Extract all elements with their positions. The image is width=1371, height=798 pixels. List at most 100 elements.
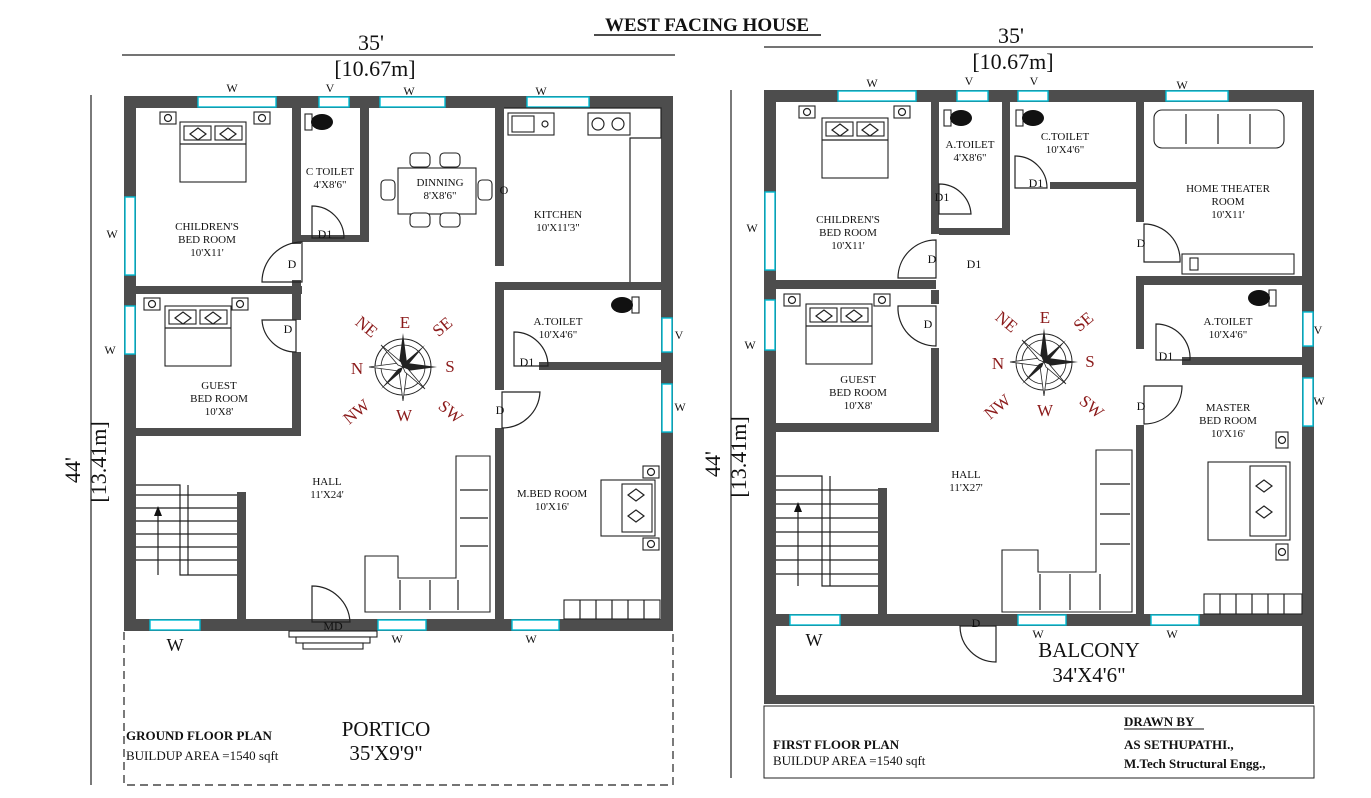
compass-n: N xyxy=(992,354,1004,373)
room-name: HALL xyxy=(951,469,981,481)
author-qualification: M.Tech Structural Engg., xyxy=(1124,756,1265,771)
window xyxy=(789,614,841,626)
door-label: D xyxy=(972,616,981,630)
window-label: W xyxy=(806,630,823,650)
compass-w: W xyxy=(396,406,413,425)
side-table xyxy=(893,105,911,119)
door-label: D xyxy=(1137,399,1146,413)
door-swing xyxy=(261,241,303,283)
room-size: 10'X16' xyxy=(535,501,569,513)
room-size: 10'X11' xyxy=(1211,209,1245,221)
ventilator xyxy=(318,96,350,108)
window-label: W xyxy=(535,84,547,98)
door-swing xyxy=(897,305,937,347)
window-label: W xyxy=(1176,78,1188,92)
door-swing xyxy=(261,319,297,353)
door-swing xyxy=(897,239,937,279)
wall xyxy=(1136,276,1302,285)
room-name: A.TOILET xyxy=(1204,316,1253,328)
toilet-wc xyxy=(1247,289,1277,307)
guest-bed xyxy=(164,305,232,367)
door-label: D xyxy=(496,403,505,417)
wall xyxy=(495,290,504,390)
room-name: DINNING xyxy=(416,177,463,189)
room-name: CHILDREN'S xyxy=(175,221,239,233)
room-name: GUEST xyxy=(840,374,876,386)
compass-sw: SW xyxy=(1076,391,1108,423)
ventilator-label: V xyxy=(675,328,684,342)
ground-left-wall xyxy=(124,96,136,620)
room-size: 10'X4'6" xyxy=(539,329,577,341)
ventilator-label: V xyxy=(326,81,335,95)
room-size: 11'X24' xyxy=(310,489,344,501)
room-name: A.TOILET xyxy=(534,316,583,328)
window-label: W xyxy=(1313,394,1325,408)
wall xyxy=(495,282,661,290)
ventilator xyxy=(1302,311,1314,347)
room-size: 10'X11' xyxy=(831,240,865,252)
room-size: 11'X27' xyxy=(949,482,983,494)
window-label: W xyxy=(391,632,403,646)
window xyxy=(764,299,776,351)
window xyxy=(1302,377,1314,427)
compass-e: E xyxy=(1040,308,1050,327)
first-floor-plan: 35' [10.67m] 44' [13.41m] xyxy=(700,23,1325,779)
window xyxy=(379,96,446,108)
room-name: BED ROOM xyxy=(190,393,248,405)
side-table xyxy=(143,297,161,311)
first-plan-title: FIRST FLOOR PLAN xyxy=(773,737,900,752)
balcony-size: 34'X4'6" xyxy=(1052,663,1125,687)
wall xyxy=(1050,182,1138,189)
door-label: D1 xyxy=(520,355,535,369)
door-swing xyxy=(311,205,345,239)
window xyxy=(1017,614,1067,626)
window xyxy=(526,96,590,108)
window-label: W xyxy=(746,221,758,235)
compass-rose xyxy=(368,332,438,402)
wall xyxy=(292,280,301,294)
door-swing xyxy=(1143,385,1183,425)
first-width-dim: 35' xyxy=(998,23,1024,48)
wall xyxy=(292,96,301,244)
side-table xyxy=(253,111,271,125)
compass-sw: SW xyxy=(435,396,467,428)
window-label: W xyxy=(1032,627,1044,641)
ventilator xyxy=(1017,90,1049,102)
wall xyxy=(136,428,301,436)
wall xyxy=(931,348,939,430)
main-door-label: MD xyxy=(323,619,343,633)
window-label: W xyxy=(866,76,878,90)
compass-e: E xyxy=(400,313,410,332)
door-swing xyxy=(1014,155,1048,189)
first-left-wall xyxy=(764,90,776,704)
compass-nw: NW xyxy=(340,395,375,428)
window xyxy=(1150,614,1200,626)
room-size: 10'X11'3" xyxy=(536,222,580,234)
ventilator xyxy=(661,317,673,353)
door-label: D xyxy=(924,317,933,331)
wall xyxy=(931,102,939,234)
window-label: W xyxy=(674,400,686,414)
compass-ne: NE xyxy=(992,307,1022,336)
room-name: ROOM xyxy=(1211,196,1244,208)
side-table xyxy=(798,105,816,119)
balcony-parapet xyxy=(764,695,1314,704)
entrance-step xyxy=(295,636,371,644)
ground-depth-dim-m: [13.41m] xyxy=(86,421,111,502)
room-size: 4'X8'6" xyxy=(314,179,347,191)
main-door-swing xyxy=(311,585,351,623)
window xyxy=(764,191,776,271)
door-label: D1 xyxy=(1029,176,1044,190)
room-name: BED ROOM xyxy=(819,227,877,239)
window-label: W xyxy=(525,632,537,646)
first-plan-area: BUILDUP AREA =1540 sqft xyxy=(773,753,926,768)
room-size: 4'X8'6" xyxy=(954,152,987,164)
side-table xyxy=(873,293,891,307)
master-bed xyxy=(1207,431,1291,561)
window-label: W xyxy=(226,81,238,95)
window-label: W xyxy=(744,338,756,352)
wall xyxy=(1136,425,1144,615)
ground-width-dim-m: [10.67m] xyxy=(334,56,415,81)
entrance-step xyxy=(302,642,364,650)
room-name: HOME THEATER xyxy=(1186,183,1270,195)
